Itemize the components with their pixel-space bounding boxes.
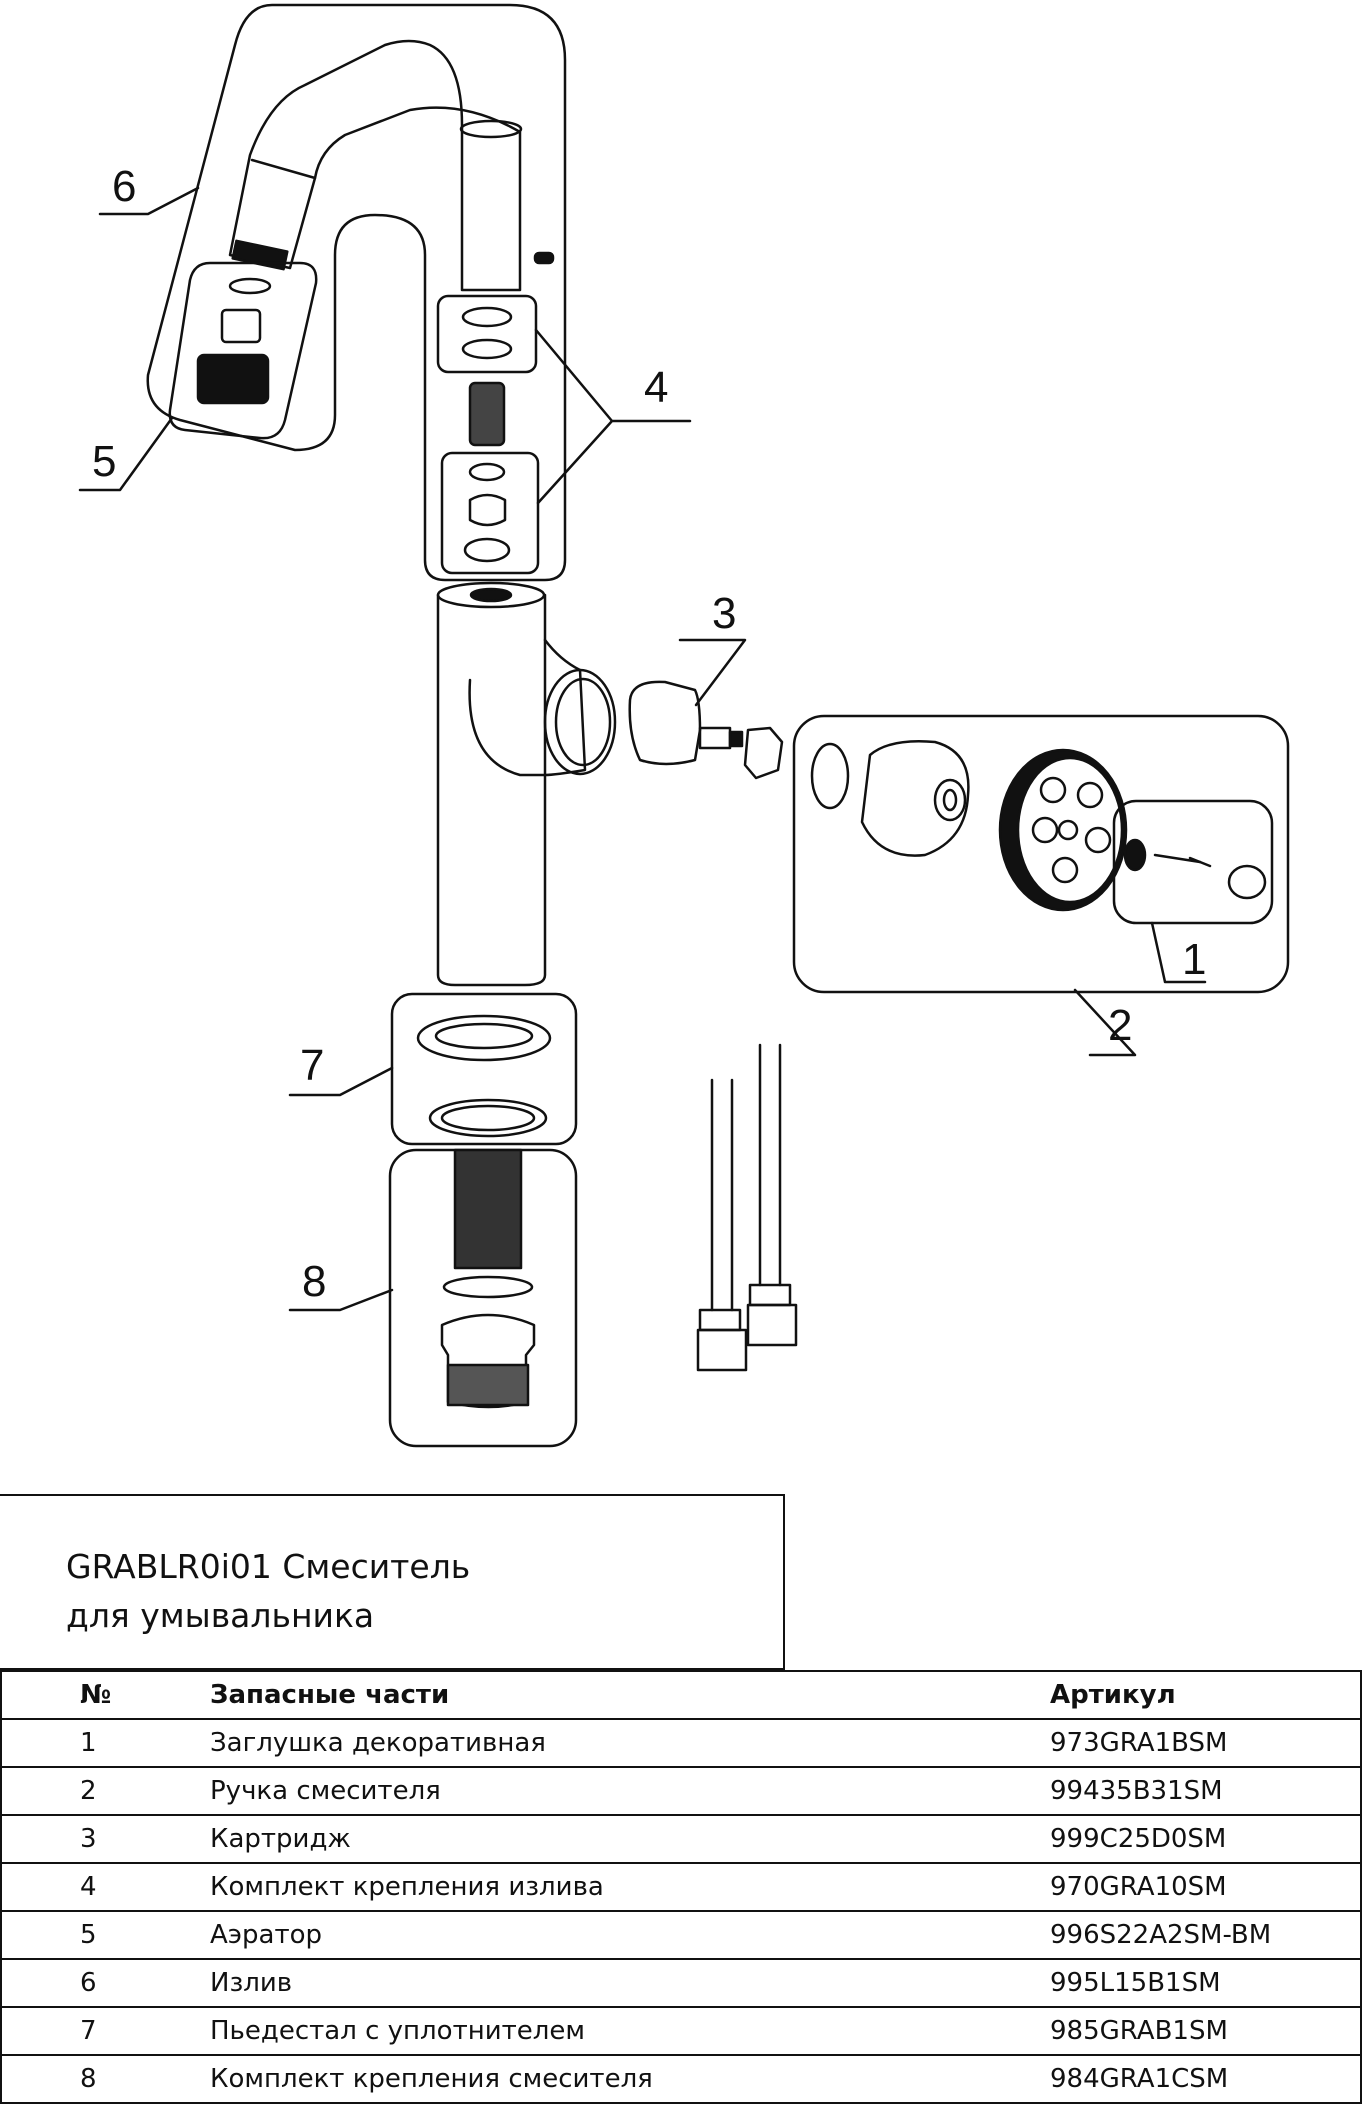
cartridge [628,680,702,766]
callout-6: 6 [112,162,137,211]
callout-1: 1 [1182,935,1207,984]
row-num: 7 [0,2006,210,2056]
row-code: 985GRAB1SM [1050,2006,1362,2056]
callout-4: 4 [644,363,669,412]
row-code: 999C25D0SM [1050,1814,1362,1864]
row-num: 2 [0,1766,210,1816]
row-name: Комплект крепления смесителя [210,2054,1050,2104]
row-num: 5 [0,1910,210,1960]
row-name: Ручка смесителя [210,1766,1050,1816]
header-num: № [0,1670,210,1720]
row-name: Комплект крепления излива [210,1862,1050,1912]
product-title: GRABLR0i01 Смеситель для умывальника [66,1542,470,1640]
plug-group-outline [1112,799,1274,925]
row-code: 99435B31SM [1050,1766,1362,1816]
callout-8: 8 [302,1257,327,1306]
table-row: 7 Пьедестал с уплотнителем 985GRAB1SM [0,2006,1362,2056]
title-box: GRABLR0i01 Смеситель для умывальника [0,1494,785,1670]
table-row: 1 Заглушка декоративная 973GRA1BSM [0,1718,1362,1768]
spare-parts-table: № Запасные части Артикул 1 Заглушка деко… [0,1670,1362,2104]
table-row: 8 Комплект крепления смесителя 984GRA1CS… [0,2054,1362,2104]
table-row: 2 Ручка смесителя 99435B31SM [0,1766,1362,1816]
callout-3: 3 [712,589,737,638]
table-row: 5 Аэратор 996S22A2SM-BM [0,1910,1362,1960]
row-code: 984GRA1CSM [1050,2054,1362,2104]
row-num: 8 [0,2054,210,2104]
header-name: Запасные части [210,1670,1050,1720]
row-code: 973GRA1BSM [1050,1718,1362,1768]
row-name: Пьедестал с уплотнителем [210,2006,1050,2056]
hose-right [758,1043,782,1287]
row-code: 970GRA10SM [1050,1862,1362,1912]
row-code: 996S22A2SM-BM [1050,1910,1362,1960]
row-num: 6 [0,1958,210,2008]
callout-7: 7 [300,1041,325,1090]
table-row: 4 Комплект крепления излива 970GRA10SM [0,1862,1362,1912]
callout-5: 5 [92,437,117,486]
header-code: Артикул [1050,1670,1362,1720]
row-name: Аэратор [210,1910,1050,1960]
product-title-line2: для умывальника [66,1596,375,1635]
product-title-line1: GRABLR0i01 Смеситель [66,1547,471,1586]
spout-pipe [228,39,522,292]
diagram-drawing [78,3,1290,1448]
hose-left [710,1078,734,1312]
exploded-view-diagram: 1 2 3 4 5 6 7 8 [78,3,1290,1448]
table-row: 3 Картридж 999C25D0SM [0,1814,1362,1864]
row-name: Заглушка декоративная [210,1718,1050,1768]
row-name: Излив [210,1958,1050,2008]
handle-group-outline [792,714,1290,994]
table-row: 6 Излив 995L15B1SM [0,1958,1362,2008]
row-num: 4 [0,1862,210,1912]
spout-fix-group-top [436,294,538,374]
row-name: Картридж [210,1814,1050,1864]
callout-2: 2 [1108,1001,1133,1050]
row-num: 1 [0,1718,210,1768]
aerator-group-outline [168,261,318,440]
row-code: 995L15B1SM [1050,1958,1362,2008]
spout-group-outline [146,3,567,582]
mixer-body [436,593,547,987]
row-num: 3 [0,1814,210,1864]
table-header-row: № Запасные части Артикул [0,1670,1362,1720]
spout-fix-group-bottom [440,451,540,575]
